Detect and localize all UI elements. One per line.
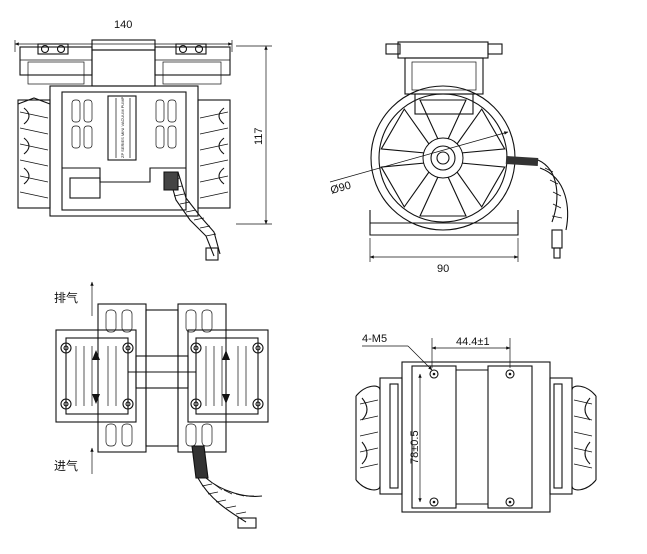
front-view: 140 117 <box>14 19 272 261</box>
bottom-right-fan <box>549 377 597 495</box>
intake-label: 进气 <box>54 458 78 473</box>
top-view-screws <box>60 342 264 410</box>
side-width-label: 90 <box>437 263 449 275</box>
side-diameter-label: Ø90 <box>329 180 352 197</box>
bottom-view: 4-M5 44.4±1 78±0.5 <box>355 333 597 513</box>
vertical-label: 78±0.5 <box>409 430 421 464</box>
bottom-left-fan <box>355 377 403 495</box>
side-width-dimension: 90 <box>369 238 519 275</box>
hole-label: 4-M5 <box>362 333 387 345</box>
spacing-dimension: 44.4±1 <box>431 336 511 368</box>
side-cable <box>505 156 569 259</box>
front-left-fan <box>17 97 51 209</box>
front-width-label: 140 <box>114 19 132 31</box>
front-cable <box>163 171 221 261</box>
front-label-text: ZP SERIES MINI VACUUM PUMP <box>120 96 125 158</box>
side-view: Ø90 90 <box>329 41 569 275</box>
side-fan <box>380 99 506 217</box>
exhaust-label: 排气 <box>54 290 78 305</box>
front-slots <box>71 99 177 149</box>
front-height-dimension: 117 <box>236 45 272 225</box>
mounting-holes <box>429 369 515 507</box>
front-right-fan <box>197 99 231 209</box>
front-fittings <box>37 43 207 55</box>
front-height-label: 117 <box>253 127 265 145</box>
vertical-dimension: 78±0.5 <box>409 373 422 503</box>
top-view-slots <box>105 309 213 447</box>
top-view: 排气 进气 <box>54 281 269 529</box>
top-view-cable <box>191 445 263 529</box>
spacing-label: 44.4±1 <box>456 336 490 348</box>
